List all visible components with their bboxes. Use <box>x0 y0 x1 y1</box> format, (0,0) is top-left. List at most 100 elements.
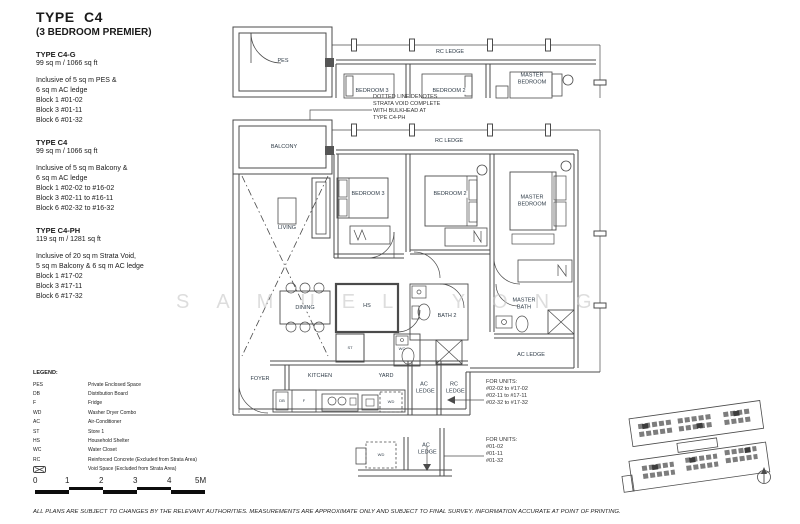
detail-line: Block 3 #01-11 <box>36 107 83 114</box>
for-units-line: #01-11 <box>486 451 503 457</box>
appliance-label-wd: WD <box>387 398 395 404</box>
legend-abbr: DB <box>33 391 40 398</box>
scale-segment <box>137 486 171 490</box>
detail-line: Block 1 #02-02 to #16-02 <box>36 185 115 192</box>
legend-abbr: HS <box>33 438 40 445</box>
for-units-typical: FOR UNITS: #02-02 to #17-02 #02-11 to #1… <box>486 379 528 407</box>
room-label-master-bedroom: MASTER BEDROOM <box>513 194 551 208</box>
downpipe-box <box>325 146 334 155</box>
variant-area: 99 sq m / 1066 sq ft <box>36 60 98 67</box>
detail-line: Block 6 #17-32 <box>36 293 83 300</box>
room-label-st: ST <box>347 344 353 350</box>
room-label-balcony: BALCONY <box>270 143 298 150</box>
for-units-line: #02-02 to #17-02 <box>486 386 528 392</box>
variant-details: Inclusive of 5 sq m PES & 6 sq m AC ledg… <box>36 76 226 126</box>
detail-line: Block 6 #02-32 to #16-32 <box>36 205 115 212</box>
appliance-label-db: DB <box>279 397 285 403</box>
room-label-rc-ledge-bottom: RC LEDGE <box>446 381 465 395</box>
legend-desc: Water Closet <box>88 447 117 454</box>
note-leader-line <box>309 109 372 120</box>
variant-details: Inclusive of 20 sq m Strata Void, 5 sq m… <box>36 252 226 302</box>
legend-desc: Store 1 <box>88 428 105 435</box>
room-label-master-bath: MASTER BATH <box>512 297 536 311</box>
legend-desc: Distribution Board <box>88 391 128 398</box>
legend-row: DB Distribution Board <box>33 389 263 398</box>
room-label-bedroom3-top: BEDROOM 3 <box>354 87 390 95</box>
for-units-line: #02-32 to #17-32 <box>486 400 528 406</box>
scale-segment <box>35 490 69 494</box>
legend-desc: Air-Conditioner <box>88 419 122 426</box>
room-label-wc: WC <box>398 345 406 351</box>
legend-desc: Void Space (Excluded from Strata Area) <box>88 466 177 473</box>
scale-label: 0 <box>33 476 38 485</box>
page-subtitle: (3 BEDROOM PREMIER) <box>36 27 152 38</box>
room-label-master-top: MASTER BEDROOM <box>513 72 551 86</box>
scale-label: 3 <box>133 476 138 485</box>
ground-floor-fragment <box>232 26 607 99</box>
legend-heading: LEGEND: <box>33 370 58 376</box>
detail-line: Block 1 #17-02 <box>36 273 83 280</box>
detail-line: 5 sq m Balcony & 6 sq m AC ledge <box>36 263 144 270</box>
room-label-pes: PES <box>277 57 289 64</box>
void-space-icon <box>33 465 46 473</box>
scale-label: 4 <box>167 476 172 485</box>
appliance-label-fridge: F <box>302 397 306 403</box>
legend-desc: Private Enclosed Space <box>88 381 142 388</box>
legend-desc: Fridge <box>88 400 103 407</box>
downpipe-box <box>325 58 334 67</box>
detail-line: Inclusive of 20 sq m Strata Void, <box>36 253 136 260</box>
detail-line: 6 sq m AC ledge <box>36 87 88 94</box>
detail-line: Block 6 #01-32 <box>36 117 83 124</box>
variant-name: TYPE C4-PH <box>36 226 81 235</box>
page-title: TYPE C4 <box>36 9 103 25</box>
for-units-line: #02-11 to #17-11 <box>486 393 528 399</box>
detail-line: Inclusive of 5 sq m PES & <box>36 77 117 84</box>
legend-row: HS Household Shelter <box>33 436 263 445</box>
legend-abbr: F <box>33 400 37 407</box>
room-label-living: LIVING <box>277 224 297 231</box>
room-label-dining: DINING <box>294 304 316 312</box>
legend-desc: Household Shelter <box>88 438 130 445</box>
variant-area: 99 sq m / 1066 sq ft <box>36 148 98 155</box>
note-line: DOTTED LINE DENOTES <box>373 94 438 100</box>
appliance-label-wd-ground: WD <box>377 451 385 457</box>
legend-abbr: WC <box>33 447 42 454</box>
scale-bar: 0 1 2 3 4 5M <box>33 476 213 498</box>
legend-abbr: AC <box>33 419 40 426</box>
room-label-ac-ledge-bottom: AC LEDGE <box>416 381 435 395</box>
for-units-line: #01-32 <box>486 458 504 464</box>
strata-void-dashed-lines <box>241 175 329 357</box>
scale-segment <box>69 486 103 490</box>
site-key-plan <box>621 400 771 493</box>
room-label-hs: HS <box>363 302 371 309</box>
north-arrow-icon <box>757 467 771 484</box>
detail-line: Block 1 #01-02 <box>36 97 83 104</box>
legend-desc: Reinforced Concrete (Excluded from Strat… <box>88 456 197 463</box>
scale-label: 1 <box>65 476 70 485</box>
note-line: WITH BULKHEAD AT <box>373 108 427 114</box>
room-label-ac-ledge-ground: AC LEDGE <box>418 442 437 456</box>
room-label-yard: YARD <box>378 372 394 379</box>
detail-line: Block 3 #02-11 to #16-11 <box>36 195 114 202</box>
detail-line: 6 sq m AC ledge <box>36 175 88 182</box>
detail-line: Inclusive of 5 sq m Balcony & <box>36 165 128 172</box>
room-label-ac-ledge-right: AC LEDGE <box>517 351 545 358</box>
for-units-line: #01-02 <box>486 444 504 450</box>
scale-segment <box>171 490 205 494</box>
detail-line: Block 3 #17-11 <box>36 283 83 290</box>
room-label-bath2: BATH 2 <box>437 312 457 319</box>
for-units-heading: FOR UNITS: <box>486 437 518 443</box>
info-panel: TYPE C4 (3 BEDROOM PREMIER) TYPE C4-G 99… <box>36 9 226 302</box>
for-units-ground: FOR UNITS: #01-02 #01-11 #01-32 <box>486 437 517 465</box>
main-floor-plan <box>232 119 607 416</box>
room-label-bedroom2-top: BEDROOM 2 <box>431 87 467 95</box>
room-label-rc-ledge: RC LEDGE <box>434 137 464 144</box>
room-label-foyer: FOYER <box>250 375 270 382</box>
room-label-rc-ledge-top: RC LEDGE <box>435 48 465 55</box>
variant-c4ph: TYPE C4-PH 119 sq m / 1281 sq ft Inclusi… <box>36 226 226 302</box>
